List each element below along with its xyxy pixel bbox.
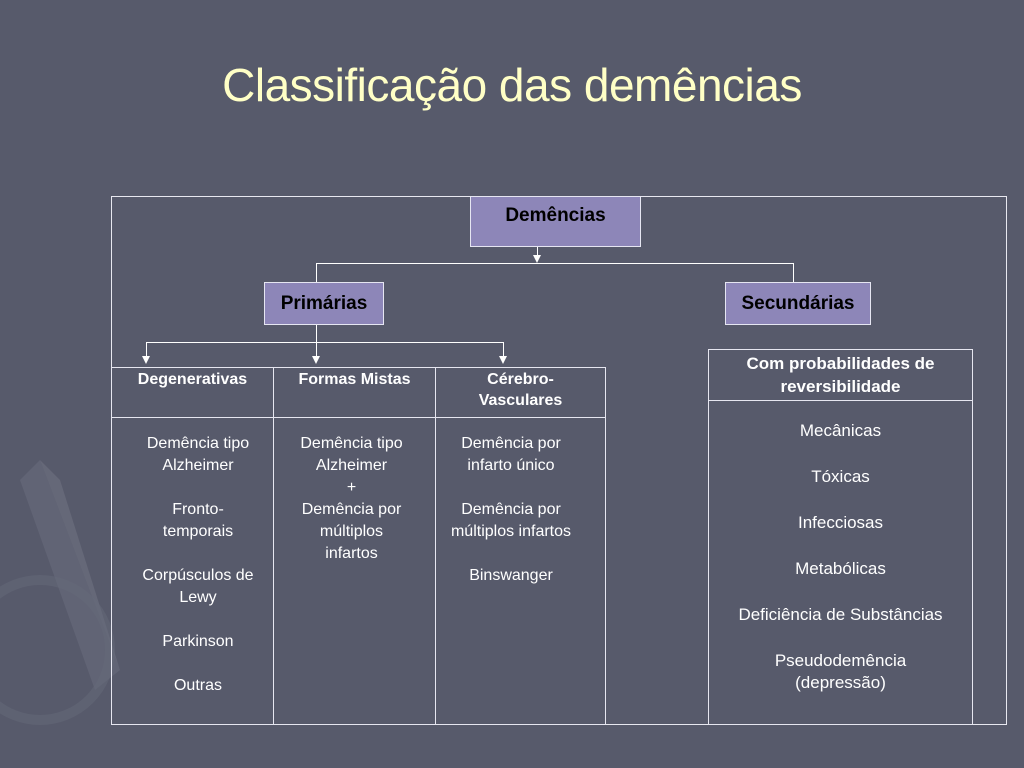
column-header-vascular: Cérebro-Vasculares — [478, 371, 563, 409]
secondary-table — [708, 349, 973, 725]
list-item: Pseudodemência(depressão) — [774, 651, 907, 692]
secondary-items: Mecânicas Tóxicas Infecciosas Metabólica… — [709, 420, 972, 694]
connector-to-secondary — [793, 263, 794, 282]
column-header-mixed: Formas Mistas — [298, 371, 411, 388]
node-dementias: Demências — [470, 196, 641, 247]
slide-title: Classificação das demências — [222, 59, 802, 111]
connector-root-down — [537, 247, 538, 256]
list-item: Binswanger — [469, 567, 553, 584]
connector-col2 — [316, 342, 317, 357]
list-item: Infecciosas — [797, 513, 884, 532]
column-header-degenerative: Degenerativas — [137, 371, 248, 388]
list-item: Deficiência de Substâncias — [738, 605, 943, 624]
primary-table-header-rule — [111, 417, 606, 418]
node-secondary: Secundárias — [725, 282, 871, 325]
node-secondary-label: Secundárias — [741, 292, 855, 314]
compass-watermark-icon — [0, 460, 120, 725]
arrow-root — [533, 255, 541, 263]
arrow-col3 — [499, 356, 507, 364]
primary-table-divider-1 — [273, 367, 274, 725]
list-item: Mecânicas — [799, 421, 882, 440]
arrow-col1 — [142, 356, 150, 364]
connector-col3 — [503, 342, 504, 357]
list-item: + — [346, 479, 357, 496]
list-item: Tóxicas — [811, 467, 870, 486]
connector-primary-down — [316, 325, 317, 342]
node-primary-label: Primárias — [280, 292, 368, 314]
primary-table-divider-2 — [435, 367, 436, 725]
list-item: Outras — [173, 677, 222, 694]
primary-table — [111, 367, 606, 725]
arrow-col2 — [312, 356, 320, 364]
connector-horizontal-top — [316, 263, 794, 264]
node-primary: Primárias — [264, 282, 384, 325]
connector-to-primary — [316, 263, 317, 282]
list-item: Fronto-temporais — [162, 501, 234, 540]
list-item: Parkinson — [162, 633, 234, 650]
node-dementias-label: Demências — [505, 205, 606, 226]
connector-horizontal-mid — [146, 342, 504, 343]
list-item: Metabólicas — [795, 559, 886, 578]
secondary-table-header-rule — [708, 400, 973, 401]
connector-col1 — [146, 342, 147, 357]
